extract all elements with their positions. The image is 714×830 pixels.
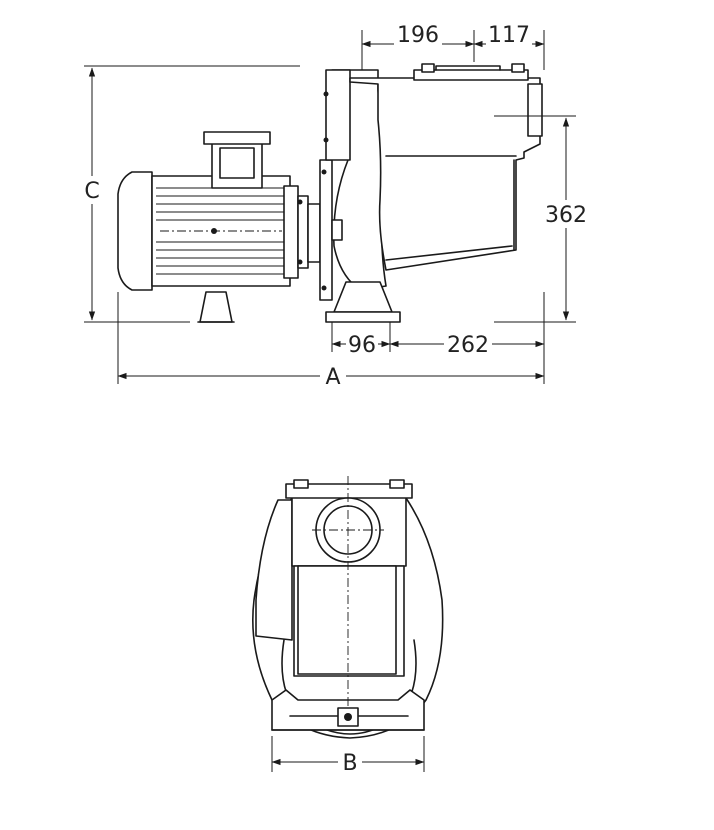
motor bbox=[117, 131, 321, 323]
dim-262-label: 262 bbox=[447, 333, 489, 358]
label-bg bbox=[338, 749, 362, 775]
label-bg bbox=[540, 200, 592, 228]
dim-a-label: A bbox=[325, 365, 340, 390]
label-bg bbox=[444, 332, 492, 356]
extension-lines bbox=[84, 30, 576, 384]
dim-96-label: 96 bbox=[348, 333, 376, 358]
dim-196-label: 196 bbox=[397, 23, 439, 48]
dim-362-label: 362 bbox=[545, 203, 587, 228]
dim-c-label: C bbox=[84, 179, 99, 204]
label-bg bbox=[486, 20, 532, 46]
dim-117-label: 117 bbox=[488, 23, 530, 48]
side-view: 196 117 C 362 96 262 A bbox=[80, 20, 592, 390]
front-view: B bbox=[252, 476, 444, 776]
pump-casing bbox=[319, 63, 543, 323]
label-bg bbox=[394, 20, 442, 46]
label-bg bbox=[80, 176, 104, 204]
dim-b-label: B bbox=[342, 751, 357, 776]
label-bg bbox=[320, 364, 346, 388]
label-bg bbox=[346, 332, 378, 356]
